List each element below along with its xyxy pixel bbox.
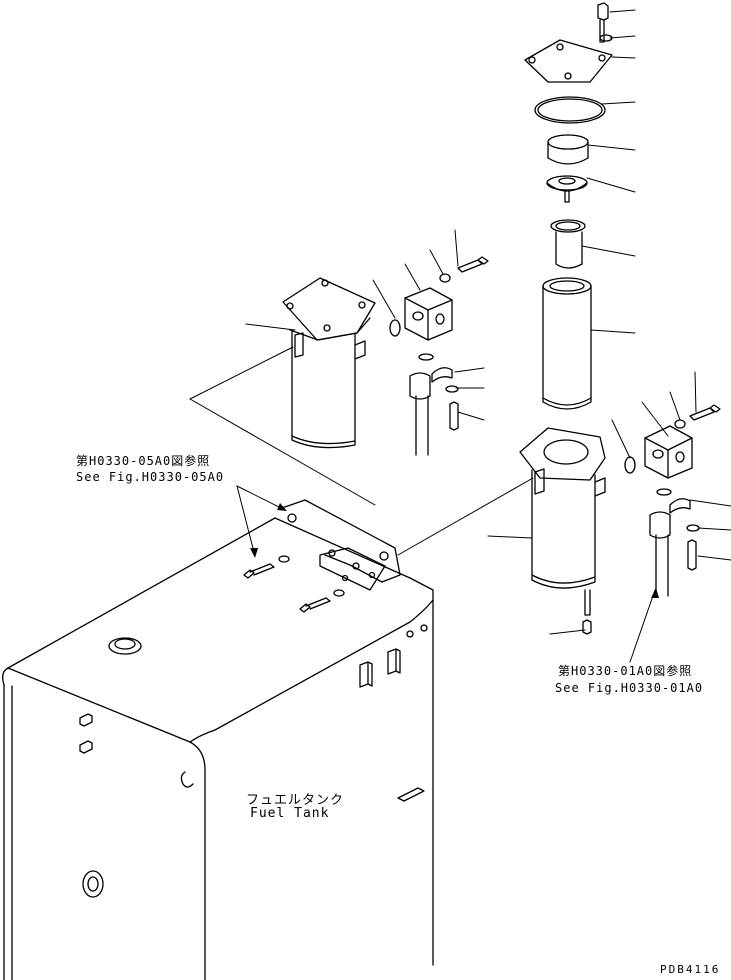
right-filter-stack <box>524 2 613 410</box>
drawing-code: PDB4116 <box>660 963 721 976</box>
fuel-tank-label-ja: フュエルタンク <box>246 793 345 808</box>
ref-right-ja: 第H0330-01A0図参照 <box>558 664 693 678</box>
fuel-tank <box>2 517 434 980</box>
mounting-bracket <box>281 499 401 591</box>
right-filter-housing <box>519 427 636 635</box>
right-adapter-block <box>644 404 721 597</box>
fuel-tank-label-en: Fuel Tank <box>250 806 330 821</box>
ref-top-en: See Fig.H0330-05A0 <box>76 470 225 484</box>
ref-top-ja: 第H0330-05A0図参照 <box>76 454 211 468</box>
ref-right-en: See Fig.H0330-01A0 <box>555 681 704 695</box>
tank-bolts <box>243 555 345 613</box>
leader-lines <box>189 9 731 663</box>
left-filter <box>282 277 401 449</box>
left-adapter-block <box>404 256 489 456</box>
arrowheads <box>250 503 659 598</box>
